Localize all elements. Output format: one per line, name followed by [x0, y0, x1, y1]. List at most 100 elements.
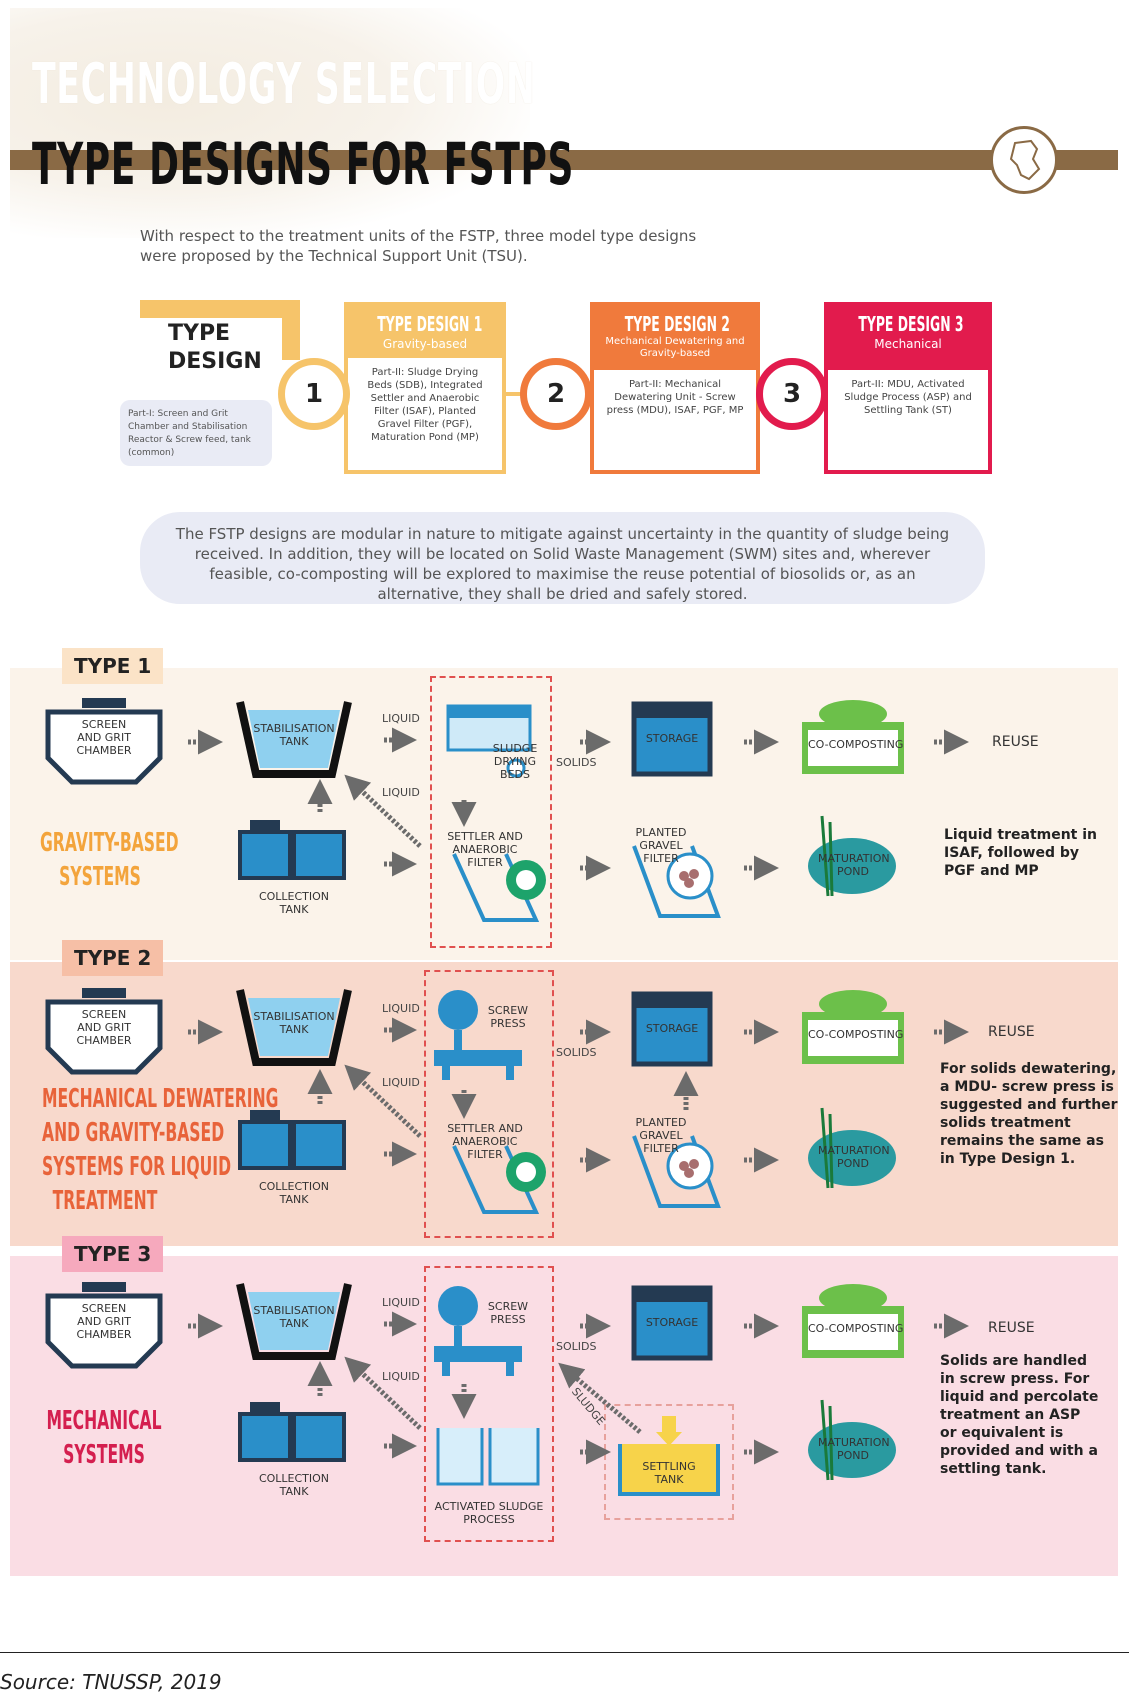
- storage-label: STORAGE: [645, 732, 699, 745]
- type-design-label-line1: TYPE: [168, 321, 231, 346]
- type-1-stabilisation-tank: STABILISATION TANK: [234, 698, 354, 782]
- settling-tank-icon: [618, 1416, 720, 1496]
- type-design-2-header: TYPE DESIGN 2 Mechanical Dewatering and …: [594, 306, 756, 370]
- type-3-collection-tank: COLLECTION TANK: [236, 1400, 346, 1498]
- modular-design-note: The FSTP designs are modular in nature t…: [140, 512, 985, 604]
- storage-label: STORAGE: [645, 1316, 699, 1329]
- type-design-3-subtitle: Mechanical: [874, 337, 942, 351]
- type-design-common-note: Part-I: Screen and Grit Chamber and Stab…: [120, 400, 272, 466]
- sludge-drying-beds-label: SLUDGE DRYING BEDS: [492, 742, 538, 781]
- type-1-reuse: REUSE: [992, 734, 1039, 750]
- type-2-stabilisation-tank: STABILISATION TANK: [234, 986, 354, 1070]
- type-3-maturation-pond: MATURATION POND: [800, 1392, 900, 1496]
- type-3-system-line1: MECHANICAL: [46, 1406, 162, 1436]
- type-design-1-subtitle: Gravity-based: [382, 337, 468, 351]
- type-3-settling-tank: SETTLING TANK: [616, 1414, 722, 1504]
- type-2-flow-liquid-top: LIQUID: [382, 1002, 420, 1015]
- type-1-flow-liquid-mid: LIQUID: [382, 786, 420, 799]
- type-3-treatment-dashed-box: [424, 1266, 554, 1542]
- co-composting-icon: [802, 700, 904, 774]
- screen-grit-label: SCREEN AND GRIT CHAMBER: [76, 1302, 132, 1341]
- header-title-type-designs: TYPE DESIGNS FOR FSTPS: [32, 130, 574, 198]
- tamil-nadu-map-emblem-icon: [990, 126, 1058, 194]
- screen-grit-chamber-icon: [45, 698, 163, 785]
- planted-gravel-filter-icon: [632, 845, 721, 918]
- type-1-screen-grit-chamber: SCREEN AND GRIT CHAMBER: [44, 696, 164, 790]
- co-composting-label: CO-COMPOSTING: [808, 1322, 904, 1335]
- type-2-screw-press: SCREW PRESS: [428, 986, 538, 1086]
- type-3-stabilisation-tank: STABILISATION TANK: [234, 1280, 354, 1364]
- type-design-3-header: TYPE DESIGN 3 Mechanical: [828, 306, 988, 370]
- type-design-2-title: TYPE DESIGN 2: [624, 312, 730, 336]
- collection-label: COLLECTION TANK: [258, 1180, 330, 1206]
- co-composting-label: CO-COMPOSTING: [808, 738, 904, 751]
- screw-press-icon: [434, 990, 522, 1080]
- type-2-co-composting: CO-COMPOSTING: [798, 986, 908, 1072]
- type-3-activated-sludge-process: ACTIVATED SLUDGE PROCESS: [434, 1424, 544, 1526]
- type-1-tag: TYPE 1: [62, 648, 164, 684]
- type-1-system-line1: GRAVITY-BASED: [39, 828, 179, 858]
- type-3-storage: STORAGE: [630, 1280, 714, 1366]
- type-design-1-header: TYPE DESIGN 1 Gravity-based: [348, 306, 502, 358]
- collection-label: COLLECTION TANK: [258, 1472, 330, 1498]
- maturation-pond-label: MATURATION POND: [818, 1436, 890, 1462]
- header-background: [10, 8, 530, 238]
- type-1-flow-solids: SOLIDS: [556, 756, 597, 769]
- type-2-system-label: MECHANICAL DEWATERING AND GRAVITY-BASED …: [0, 1082, 278, 1218]
- type-design-1-title: TYPE DESIGN 1: [377, 312, 483, 336]
- type-1-flow-liquid-top: LIQUID: [382, 712, 420, 725]
- screw-press-label: SCREW PRESS: [487, 1004, 529, 1030]
- type-design-2-card: TYPE DESIGN 2 Mechanical Dewatering and …: [590, 302, 760, 474]
- type-3-band: [10, 1256, 1118, 1576]
- type-design-3-body: Part-II: MDU, Activated Sludge Process (…: [844, 379, 972, 416]
- type-design-label: TYPE DESIGN: [168, 320, 262, 376]
- co-composting-icon: [802, 1284, 904, 1358]
- settler-anaerobic-filter-icon: [452, 1145, 546, 1214]
- settler-anaerobic-filter-icon: [452, 853, 546, 922]
- header-title-technology-selection: TECHNOLOGY SELECTION: [32, 52, 536, 117]
- storage-tank-icon: [631, 1285, 713, 1361]
- type-design-1-body: Part-II: Sludge Drying Beds (SDB), Integ…: [367, 367, 483, 443]
- type-1-planted-gravel-filter: PLANTED GRAVEL FILTER: [626, 826, 726, 930]
- type-design-3-number-circle: 3: [756, 358, 828, 430]
- type-3-co-composting: CO-COMPOSTING: [798, 1280, 908, 1366]
- type-1-band: [10, 668, 1118, 960]
- maturation-pond-icon: [808, 815, 896, 897]
- maturation-pond-label: MATURATION POND: [818, 852, 890, 878]
- type-3-note: Solids are handled in screw press. For l…: [940, 1353, 1099, 1477]
- type-3-flow-liquid-top: LIQUID: [382, 1296, 420, 1309]
- type-1-settler-anaerobic-filter: SETTLER AND ANAEROBIC FILTER: [440, 830, 550, 934]
- settling-tank-label: SETTLING TANK: [642, 1460, 696, 1486]
- type-2-system-line4: TREATMENT: [52, 1186, 158, 1216]
- screw-press-label: SCREW PRESS: [487, 1300, 529, 1326]
- stabilisation-label: STABILISATION TANK: [253, 1304, 335, 1330]
- screen-grit-label: SCREEN AND GRIT CHAMBER: [76, 718, 132, 757]
- sludge-drying-beds-icon: [446, 704, 532, 778]
- type-2-note: For solids dewatering, a MDU- screw pres…: [940, 1061, 1118, 1167]
- type-3-screen-grit-chamber: SCREEN AND GRIT CHAMBER: [44, 1280, 164, 1374]
- collection-label: COLLECTION TANK: [258, 890, 330, 916]
- stabilisation-label: STABILISATION TANK: [253, 722, 335, 748]
- collection-tank-icon: [238, 1402, 346, 1462]
- type-2-maturation-pond: MATURATION POND: [800, 1100, 900, 1204]
- type-3-system-label: MECHANICAL SYSTEMS: [4, 1404, 204, 1472]
- type-1-maturation-pond: MATURATION POND: [800, 808, 900, 912]
- co-composting-icon: [802, 990, 904, 1064]
- type-3-reuse: REUSE: [988, 1320, 1035, 1336]
- type-design-2-number-circle: 2: [520, 358, 592, 430]
- type-2-storage: STORAGE: [630, 986, 714, 1072]
- type-2-tag: TYPE 2: [62, 940, 164, 976]
- screen-grit-chamber-icon: [45, 988, 163, 1075]
- type-3-system-line2: SYSTEMS: [63, 1440, 145, 1470]
- type-1-collection-tank: COLLECTION TANK: [236, 818, 346, 916]
- activated-sludge-process-icon: [436, 1428, 540, 1486]
- type-design-1-number-circle: 1: [278, 358, 350, 430]
- type-3-screw-press: SCREW PRESS: [428, 1282, 538, 1382]
- type-2-flow-liquid-mid: LIQUID: [382, 1076, 420, 1089]
- settler-label: SETTLER AND ANAEROBIC FILTER: [447, 830, 523, 869]
- type-design-1-card: TYPE DESIGN 1 Gravity-based Part-II: Slu…: [344, 302, 506, 474]
- maturation-pond-label: MATURATION POND: [818, 1144, 890, 1170]
- planted-gravel-filter-label: PLANTED GRAVEL FILTER: [635, 826, 687, 865]
- type-design-3-title: TYPE DESIGN 3: [858, 312, 964, 336]
